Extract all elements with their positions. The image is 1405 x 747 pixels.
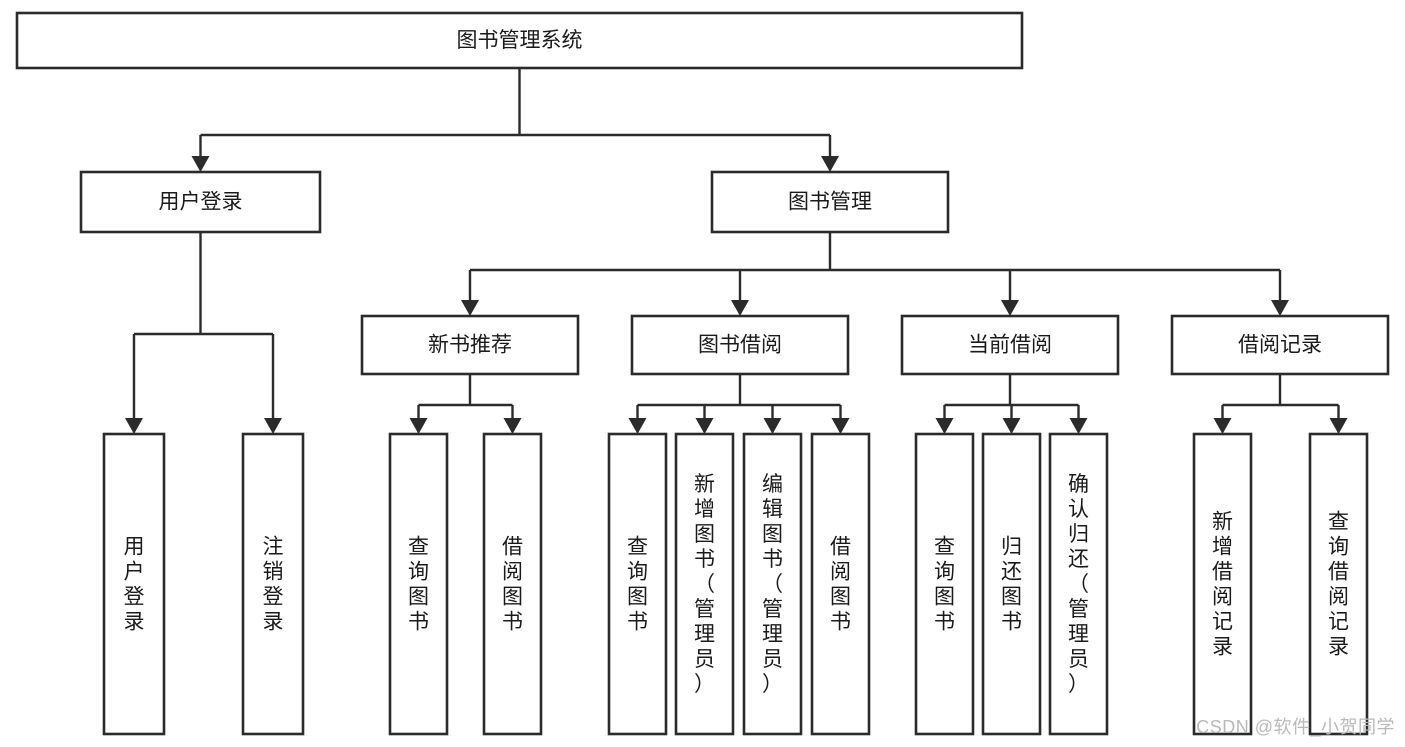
node-label-leaf-rec-borrow: 借阅图书 [502,536,523,634]
edge-group-user-login [125,232,282,434]
node-box-borrow-record[interactable] [1170,314,1390,376]
node-box-leaf-confirm-return[interactable] [1048,432,1109,736]
node-box-leaf-rec-borrow[interactable] [482,432,543,736]
node-label-leaf-cur-query: 查询图书 [934,536,955,634]
arrow-head-icon [1329,418,1348,434]
node-leaf-rec-borrow[interactable]: 借阅图书 [482,432,543,736]
node-box-root[interactable] [15,11,1024,70]
node-leaf-borrow-query[interactable]: 查询图书 [607,432,668,736]
node-leaf-book-edit[interactable]: 编辑图书（管理员） [742,432,803,736]
node-root[interactable]: 图书管理系统 [15,11,1024,70]
arrow-head-icon [763,418,782,434]
arrow-head-icon [191,156,210,172]
node-label-leaf-logout: 注销登录 [263,536,284,634]
node-box-book-borrow[interactable] [630,314,850,376]
node-new-book-rec[interactable]: 新书推荐 [360,314,580,376]
node-box-leaf-record-query[interactable] [1308,432,1369,736]
node-leaf-record-query[interactable]: 查询借阅记录 [1308,432,1369,736]
edge-group-root [191,68,839,172]
node-label-leaf-book-edit: 编辑图书（管理员） [762,473,783,696]
node-box-leaf-return-book[interactable] [981,432,1042,736]
node-box-book-manage[interactable] [710,170,950,234]
arrow-head-icon [1271,300,1289,316]
node-box-leaf-cur-query[interactable] [914,432,975,736]
node-leaf-book-borrow[interactable]: 借阅图书 [810,432,871,736]
node-label-book-borrow: 图书借阅 [698,334,782,357]
arrow-head-icon [1069,418,1088,434]
node-box-leaf-logout[interactable] [241,432,305,736]
edge-group-book-borrow [628,374,850,434]
node-box-leaf-book-borrow[interactable] [810,432,871,736]
node-box-leaf-book-add[interactable] [674,432,735,736]
node-leaf-logout[interactable]: 注销登录 [241,432,305,736]
arrow-head-icon [1002,418,1021,434]
arrow-head-icon [461,300,479,316]
edge-group-book-manage [461,232,1289,316]
node-leaf-return-book[interactable]: 归还图书 [981,432,1042,736]
node-label-new-book-rec: 新书推荐 [428,334,512,357]
node-user-login[interactable]: 用户登录 [79,170,322,234]
node-label-current-borrow: 当前借阅 [968,334,1052,357]
arrow-head-icon [695,418,714,434]
node-book-manage[interactable]: 图书管理 [710,170,950,234]
node-label-borrow-record: 借阅记录 [1238,334,1322,357]
node-label-leaf-return-book: 归还图书 [1001,536,1022,634]
node-leaf-rec-query[interactable]: 查询图书 [388,432,449,736]
node-borrow-record[interactable]: 借阅记录 [1170,314,1390,376]
node-label-leaf-confirm-return: 确认归还（管理员） [1068,473,1089,696]
node-leaf-record-add[interactable]: 新增借阅记录 [1192,432,1253,736]
node-box-leaf-book-edit[interactable] [742,432,803,736]
arrow-head-icon [731,300,749,316]
arrow-head-icon [628,418,647,434]
node-leaf-cur-query[interactable]: 查询图书 [914,432,975,736]
node-box-new-book-rec[interactable] [360,314,580,376]
node-label-leaf-record-add: 新增借阅记录 [1212,511,1233,659]
node-label-leaf-user-login: 用户登录 [124,536,145,634]
node-leaf-user-login[interactable]: 用户登录 [102,432,166,736]
arrow-head-icon [264,418,282,434]
arrow-head-icon [821,156,839,172]
arrow-head-icon [125,418,143,434]
arrow-head-icon [409,418,428,434]
edge-group-new-book-rec [409,374,522,434]
node-label-leaf-borrow-query: 查询图书 [627,536,648,634]
node-box-leaf-rec-query[interactable] [388,432,449,736]
node-box-user-login[interactable] [79,170,322,234]
arrow-head-icon [935,418,954,434]
node-label-leaf-book-borrow: 借阅图书 [830,536,851,634]
arrow-head-icon [503,418,522,434]
node-layer: 图书管理系统用户登录图书管理新书推荐图书借阅当前借阅借阅记录用户登录注销登录查询… [15,11,1390,736]
node-box-leaf-borrow-query[interactable] [607,432,668,736]
node-label-book-manage: 图书管理 [788,191,872,214]
node-current-borrow[interactable]: 当前借阅 [900,314,1120,376]
node-label-leaf-book-add: 新增图书（管理员） [694,473,715,696]
arrow-head-icon [1213,418,1232,434]
arrow-head-icon [1001,300,1019,316]
edge-group-borrow-record [1213,374,1348,434]
node-box-current-borrow[interactable] [900,314,1120,376]
node-label-root: 图书管理系统 [457,29,583,52]
node-label-leaf-record-query: 查询借阅记录 [1328,511,1349,659]
edge-group-current-borrow [935,374,1088,434]
connector-layer [125,68,1348,434]
node-book-borrow[interactable]: 图书借阅 [630,314,850,376]
node-leaf-book-add[interactable]: 新增图书（管理员） [674,432,735,736]
node-label-user-login: 用户登录 [159,191,243,214]
node-box-leaf-user-login[interactable] [102,432,166,736]
arrow-head-icon [831,418,850,434]
node-label-leaf-rec-query: 查询图书 [408,536,429,634]
node-box-leaf-record-add[interactable] [1192,432,1253,736]
node-leaf-confirm-return[interactable]: 确认归还（管理员） [1048,432,1109,736]
